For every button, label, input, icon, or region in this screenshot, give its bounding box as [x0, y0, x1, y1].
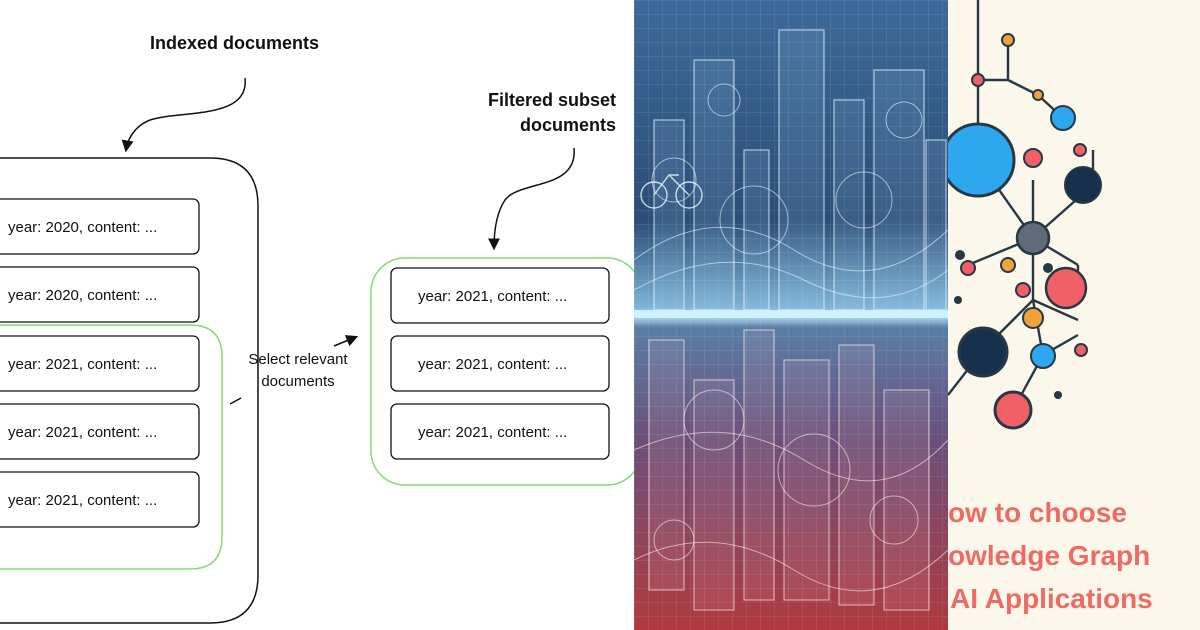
indexed-doc-3: year: 2021, content: ...	[0, 335, 200, 392]
indexed-documents-container	[0, 157, 259, 624]
select-arrow-tail	[229, 397, 242, 405]
indexed-doc-5: year: 2021, content: ...	[0, 471, 200, 528]
filtered-doc-1-text: year: 2021, content: ...	[418, 288, 567, 305]
select-arrow	[333, 335, 359, 347]
indexed-doc-1: year: 2020, content: ...	[0, 198, 200, 255]
select-relevant-label-line2: documents	[261, 373, 334, 390]
select-relevant-label-line1: Select relevant	[248, 351, 348, 368]
selection-outline	[0, 324, 223, 570]
indexed-doc-1-text: year: 2020, content: ...	[8, 219, 157, 236]
diagram-canvas: Indexed documents year: 2020, content: .…	[0, 33, 634, 624]
indexed-documents-heading: Indexed documents	[150, 33, 319, 53]
indexed-arrow	[121, 77, 246, 153]
indexed-doc-2: year: 2020, content: ...	[0, 266, 200, 323]
indexed-doc-4: year: 2021, content: ...	[0, 403, 200, 460]
filtered-doc-1: year: 2021, content: ...	[390, 267, 610, 324]
filtered-documents-container	[370, 257, 634, 486]
graph-nodes	[948, 33, 1102, 430]
document-filter-diagram: Indexed documents year: 2020, content: .…	[0, 33, 634, 624]
knowledge-graph-illustration: ow to choose owledge Graph AI Applicatio…	[948, 0, 1200, 630]
indexed-doc-3-text: year: 2021, content: ...	[8, 356, 157, 373]
abstract-city-art	[634, 0, 948, 630]
card-title-line3: AI Applications	[950, 583, 1153, 614]
abstract-art-canvas	[634, 0, 948, 630]
filtered-doc-3: year: 2021, content: ...	[390, 403, 610, 460]
filtered-subset-heading-line1: Filtered subset	[488, 90, 616, 110]
filtered-arrow	[488, 147, 575, 251]
card-title-line2: owledge Graph	[948, 540, 1150, 571]
indexed-doc-2-text: year: 2020, content: ...	[8, 287, 157, 304]
filtered-doc-3-text: year: 2021, content: ...	[418, 424, 567, 441]
knowledge-graph-card: ow to choose owledge Graph AI Applicatio…	[948, 0, 1200, 630]
indexed-doc-5-text: year: 2021, content: ...	[8, 492, 157, 509]
filtered-doc-2-text: year: 2021, content: ...	[418, 356, 567, 373]
filtered-doc-2: year: 2021, content: ...	[390, 335, 610, 392]
indexed-doc-4-text: year: 2021, content: ...	[8, 424, 157, 441]
card-title-line1: ow to choose	[948, 497, 1127, 528]
filtered-subset-heading-line2: documents	[520, 115, 616, 135]
